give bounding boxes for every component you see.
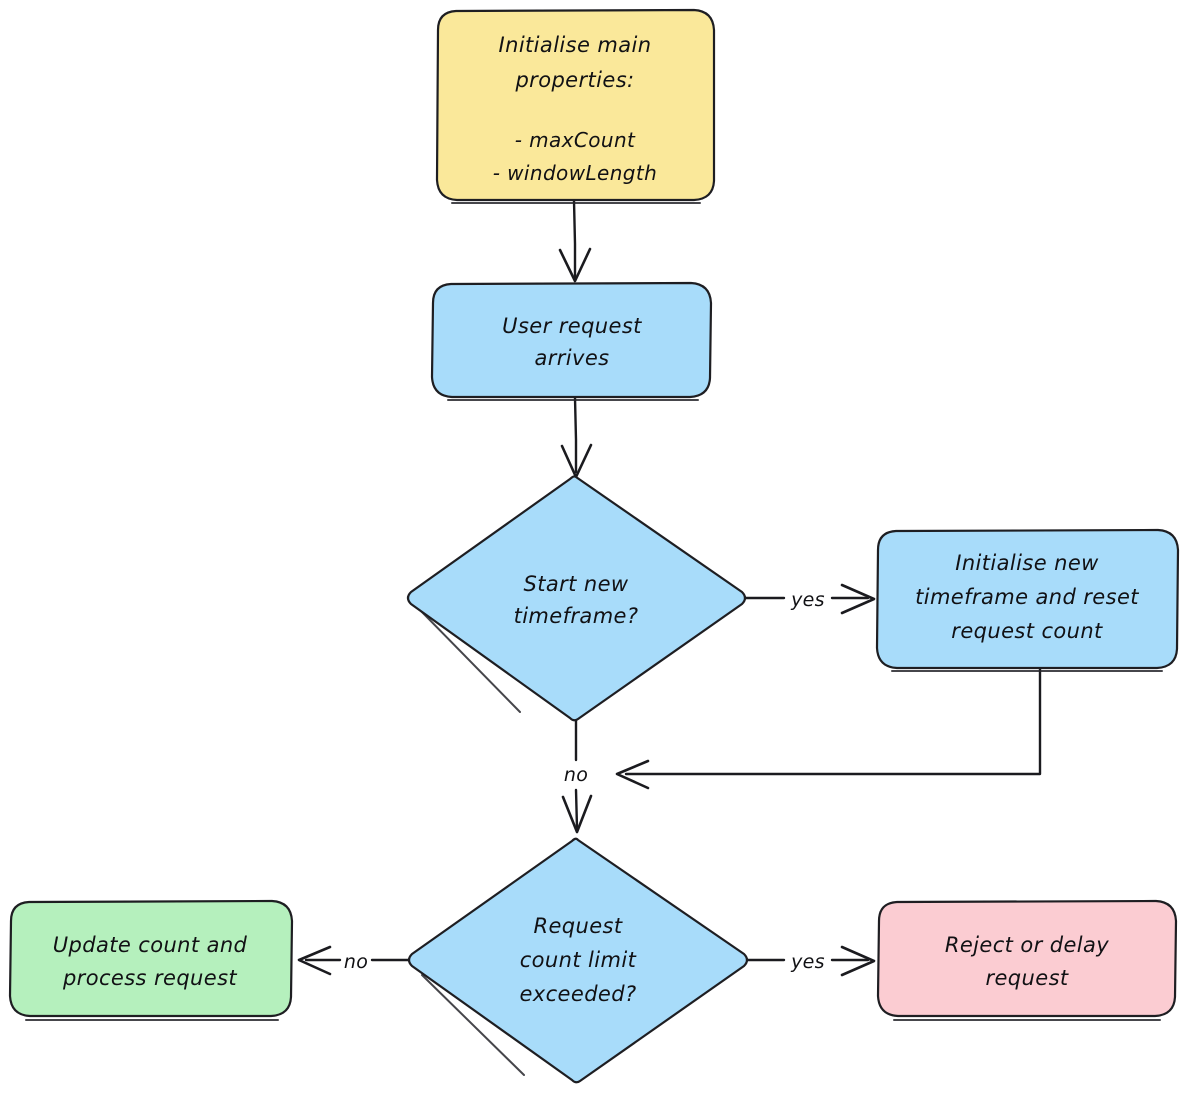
node-shadow bbox=[421, 974, 525, 1076]
node-user-request-arrives[interactable]: User request arrives bbox=[430, 281, 713, 401]
node-text-line: request bbox=[985, 966, 1068, 990]
edge-label-yes-bottom: yes bbox=[790, 951, 825, 973]
edge-line bbox=[574, 717, 579, 830]
node-text-line: request count bbox=[951, 619, 1103, 643]
node-text-line: Reject or delay bbox=[945, 933, 1109, 957]
arrow-head-icon bbox=[840, 945, 876, 977]
node-shadow bbox=[419, 609, 521, 713]
edge-layer: yes no no yes bbox=[297, 199, 1042, 977]
node-request-count-limit-exceeded[interactable]: Request count limit exceeded? bbox=[407, 837, 749, 1084]
node-text-line: User request bbox=[502, 314, 642, 338]
node-text-line: count limit bbox=[520, 948, 637, 972]
node-box bbox=[876, 899, 1178, 1018]
node-text-line: Update count and bbox=[53, 933, 248, 957]
edge-line bbox=[572, 199, 577, 279]
node-text-line: properties: bbox=[514, 68, 634, 92]
edge-label-no-bottom: no bbox=[344, 951, 368, 973]
node-box bbox=[430, 281, 713, 399]
arrow-head-icon bbox=[615, 759, 650, 790]
edge-line bbox=[573, 396, 578, 474]
node-text-line: - windowLength bbox=[493, 161, 657, 185]
edge-start-timeframe-no: no bbox=[561, 717, 593, 834]
node-text-line: Request bbox=[533, 914, 622, 938]
node-text-line: arrives bbox=[534, 346, 609, 370]
node-diamond bbox=[406, 475, 747, 722]
node-init-properties[interactable]: Initialise main properties: - maxCount -… bbox=[435, 8, 716, 204]
node-text-line: timeframe? bbox=[514, 604, 639, 628]
edge-limit-no: no bbox=[297, 945, 412, 976]
node-init-new-timeframe[interactable]: Initialise new timeframe and reset reque… bbox=[875, 528, 1180, 672]
arrow-head-icon bbox=[558, 247, 592, 283]
node-reject-or-delay[interactable]: Reject or delay request bbox=[876, 899, 1178, 1021]
node-text-line: - maxCount bbox=[515, 128, 636, 152]
node-text-line: process request bbox=[62, 966, 237, 990]
edge-line bbox=[624, 667, 1042, 776]
node-text-line: exceeded? bbox=[519, 982, 636, 1006]
node-box bbox=[435, 8, 716, 202]
node-text-line: Initialise new bbox=[955, 551, 1099, 575]
edge-label-no-middle: no bbox=[564, 764, 588, 786]
node-text-line: Start new bbox=[524, 572, 629, 596]
node-start-new-timeframe[interactable]: Start new timeframe? bbox=[406, 475, 747, 722]
edge-label-yes-top: yes bbox=[790, 589, 825, 611]
edge-start-timeframe-yes: yes bbox=[743, 583, 876, 615]
node-text-line: Initialise main bbox=[499, 33, 652, 57]
edge-limit-yes: yes bbox=[743, 945, 876, 977]
node-text-line: timeframe and reset bbox=[915, 585, 1139, 609]
edge-init-to-user-request bbox=[558, 199, 592, 283]
node-diamond bbox=[407, 837, 749, 1084]
arrow-head-icon bbox=[840, 583, 876, 615]
edge-init-timeframe-feedback bbox=[615, 667, 1042, 790]
edge-user-request-to-start-timeframe bbox=[560, 396, 593, 479]
node-update-count-process[interactable]: Update count and process request bbox=[8, 899, 294, 1021]
node-box bbox=[8, 899, 294, 1018]
arrow-head-icon bbox=[561, 794, 593, 834]
node-box bbox=[875, 528, 1180, 670]
arrow-head-icon bbox=[297, 945, 332, 976]
